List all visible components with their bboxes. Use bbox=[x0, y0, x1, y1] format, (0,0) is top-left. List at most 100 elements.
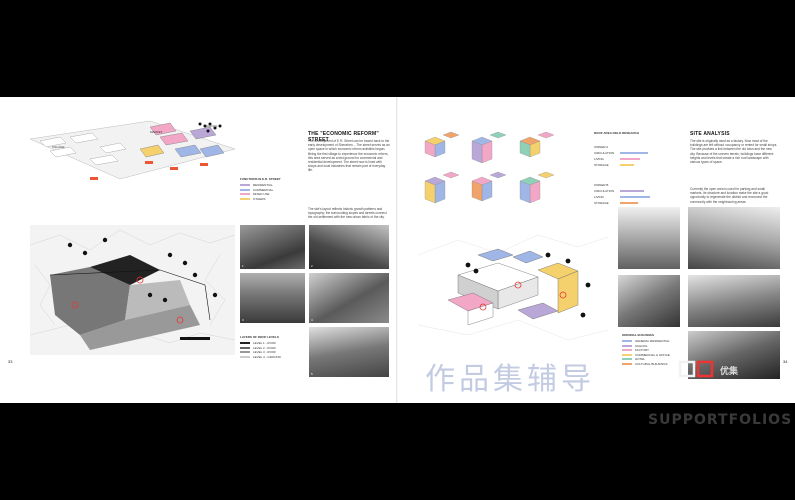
legend-label: FACTORY bbox=[635, 348, 650, 353]
legend-swatch bbox=[240, 193, 250, 196]
legend-label: GENERAL RESIDENTIAL bbox=[635, 339, 670, 344]
photo-number: 3 bbox=[242, 318, 244, 322]
site-axonometric bbox=[418, 234, 608, 341]
layers-legend-title: LAYERS OF ROOF LEVELS bbox=[240, 335, 279, 339]
research-bar bbox=[620, 202, 638, 204]
legend-swatch bbox=[622, 362, 632, 365]
legend-swatch bbox=[240, 188, 250, 191]
site-photo: 5 bbox=[309, 327, 389, 377]
site-analysis-title: SITE ANALYSIS bbox=[690, 131, 730, 137]
left-page: VILLAGE MARKET SCHOOL FUNCTIONS IN E.R. … bbox=[0, 97, 397, 403]
legend-swatch bbox=[240, 197, 250, 200]
research-group-a: OWNER A bbox=[594, 145, 609, 149]
map-label-market: MARKET bbox=[150, 130, 163, 134]
site-photo bbox=[618, 207, 680, 269]
site-photo bbox=[688, 331, 780, 379]
legend-label: OTHERS bbox=[253, 196, 266, 201]
site-analysis-body: The site is originally used as a factory… bbox=[690, 139, 778, 165]
section-body-2: The site's layout reflects historic grow… bbox=[308, 207, 387, 220]
legend-item: COMMERCIAL bbox=[240, 188, 273, 193]
photo-number: 1 bbox=[242, 264, 244, 268]
legend-item: LEVEL 2 - ROOF bbox=[240, 346, 281, 351]
research-title: ROOF AREA FIELD RESEARCH bbox=[594, 131, 639, 135]
legend-swatch bbox=[240, 346, 250, 349]
map-label-village: VILLAGE bbox=[52, 145, 65, 149]
watermark-brand: 优集 bbox=[720, 366, 739, 376]
functions-legend-title: FUNCTIONS IN E.R. STREET bbox=[240, 177, 281, 181]
legend-item: FACTORY bbox=[622, 348, 670, 353]
page-number-left: 33 bbox=[8, 359, 13, 364]
legend-item: LEVEL 3 - ROOF bbox=[240, 350, 281, 355]
map-label-school: SCHOOL bbox=[205, 124, 218, 128]
watermark-text: 作品集辅导 bbox=[425, 362, 595, 397]
legend-label: SCHOOL bbox=[635, 343, 648, 348]
legend-swatch bbox=[240, 351, 250, 354]
photo-number: 5 bbox=[311, 372, 313, 376]
research-group-b: OWNER B bbox=[594, 183, 609, 187]
roof-plan-diagram bbox=[30, 225, 235, 355]
original-buildings-legend: GENERAL RESIDENTIAL SCHOOL FACTORY COMME… bbox=[622, 339, 670, 366]
research-bar bbox=[620, 164, 634, 166]
watermark-site: SUPPORTFOLIOS bbox=[648, 412, 793, 428]
legend-item: GENERAL RESIDENTIAL bbox=[622, 339, 670, 344]
site-analysis-body-2: Currently the open area is used for park… bbox=[690, 187, 769, 204]
legend-label: LEVEL 2 - ROOF bbox=[253, 345, 277, 350]
site-photo bbox=[618, 275, 680, 327]
research-row: LIVING bbox=[594, 157, 604, 161]
legend-swatch bbox=[622, 349, 632, 352]
page-number-right: 34 bbox=[783, 359, 788, 364]
legend-item: CULTURAL BUILDINGS bbox=[622, 362, 670, 367]
layers-legend: LEVEL 1 - ROOF LEVEL 2 - ROOF LEVEL 3 - … bbox=[240, 341, 281, 359]
research-row: LIVING bbox=[594, 195, 604, 199]
legend-item: RESIDENTIAL bbox=[240, 183, 273, 188]
research-row: STORAGE bbox=[594, 201, 609, 205]
photo-number: 2 bbox=[311, 264, 313, 268]
site-photo: 2 bbox=[309, 225, 389, 269]
research-row: CIRCULATION bbox=[594, 151, 615, 155]
legend-item: HOTEL bbox=[622, 357, 670, 362]
legend-swatch bbox=[240, 184, 250, 187]
section-body: The development of E.R. Street can be tr… bbox=[308, 139, 390, 173]
functions-legend: RESIDENTIAL COMMERCIAL MIXED USE OTHERS bbox=[240, 183, 273, 201]
legend-swatch bbox=[622, 358, 632, 361]
legend-item: SCHOOL bbox=[622, 344, 670, 349]
site-photo: 3 bbox=[240, 273, 305, 323]
legend-swatch bbox=[622, 344, 632, 347]
top-letterbox bbox=[0, 0, 795, 97]
massing-diagram bbox=[30, 120, 235, 180]
legend-label: COMMERCIAL bbox=[253, 187, 274, 192]
legend-swatch bbox=[240, 342, 250, 345]
massing-studies bbox=[424, 131, 555, 204]
legend-label: LEVEL 4 - GROUND bbox=[253, 354, 281, 359]
photo-number: 4 bbox=[311, 318, 313, 322]
research-row: CIRCULATION bbox=[594, 189, 615, 193]
legend-label: LEVEL 1 - ROOF bbox=[253, 341, 277, 346]
research-bar bbox=[620, 158, 640, 160]
research-bar bbox=[620, 152, 648, 154]
legend-label: RESIDENTIAL bbox=[253, 183, 273, 188]
legend-item: LEVEL 1 - ROOF bbox=[240, 341, 281, 346]
book-gutter bbox=[396, 97, 398, 403]
legend-item: MIXED USE bbox=[240, 192, 273, 197]
legend-item: LEVEL 4 - GROUND bbox=[240, 355, 281, 360]
legend-item: OTHERS bbox=[240, 197, 273, 202]
section-title: THE "ECONOMIC REFORM" STREET bbox=[308, 131, 379, 143]
legend-label: CULTURAL BUILDINGS bbox=[635, 361, 668, 366]
site-photo bbox=[688, 275, 780, 327]
site-photo: 4 bbox=[309, 273, 389, 323]
book-spread: VILLAGE MARKET SCHOOL FUNCTIONS IN E.R. … bbox=[0, 97, 795, 403]
legend-label: MIXED USE bbox=[253, 192, 270, 197]
legend-label: LEVEL 3 - ROOF bbox=[253, 350, 277, 355]
legend-swatch bbox=[622, 353, 632, 356]
site-photo: 1 bbox=[240, 225, 305, 269]
legend-swatch bbox=[622, 340, 632, 343]
legend-label: COMMERCIAL & OFFICE bbox=[635, 352, 670, 357]
legend-swatch bbox=[240, 355, 250, 358]
bottom-letterbox bbox=[0, 403, 795, 500]
research-bar bbox=[620, 190, 644, 192]
original-buildings-title: ORIGINAL BUILDINGS bbox=[622, 333, 654, 337]
legend-label: HOTEL bbox=[635, 357, 646, 362]
watermark-logo-icon bbox=[678, 360, 714, 378]
research-bar bbox=[620, 196, 650, 198]
legend-item: COMMERCIAL & OFFICE bbox=[622, 353, 670, 358]
